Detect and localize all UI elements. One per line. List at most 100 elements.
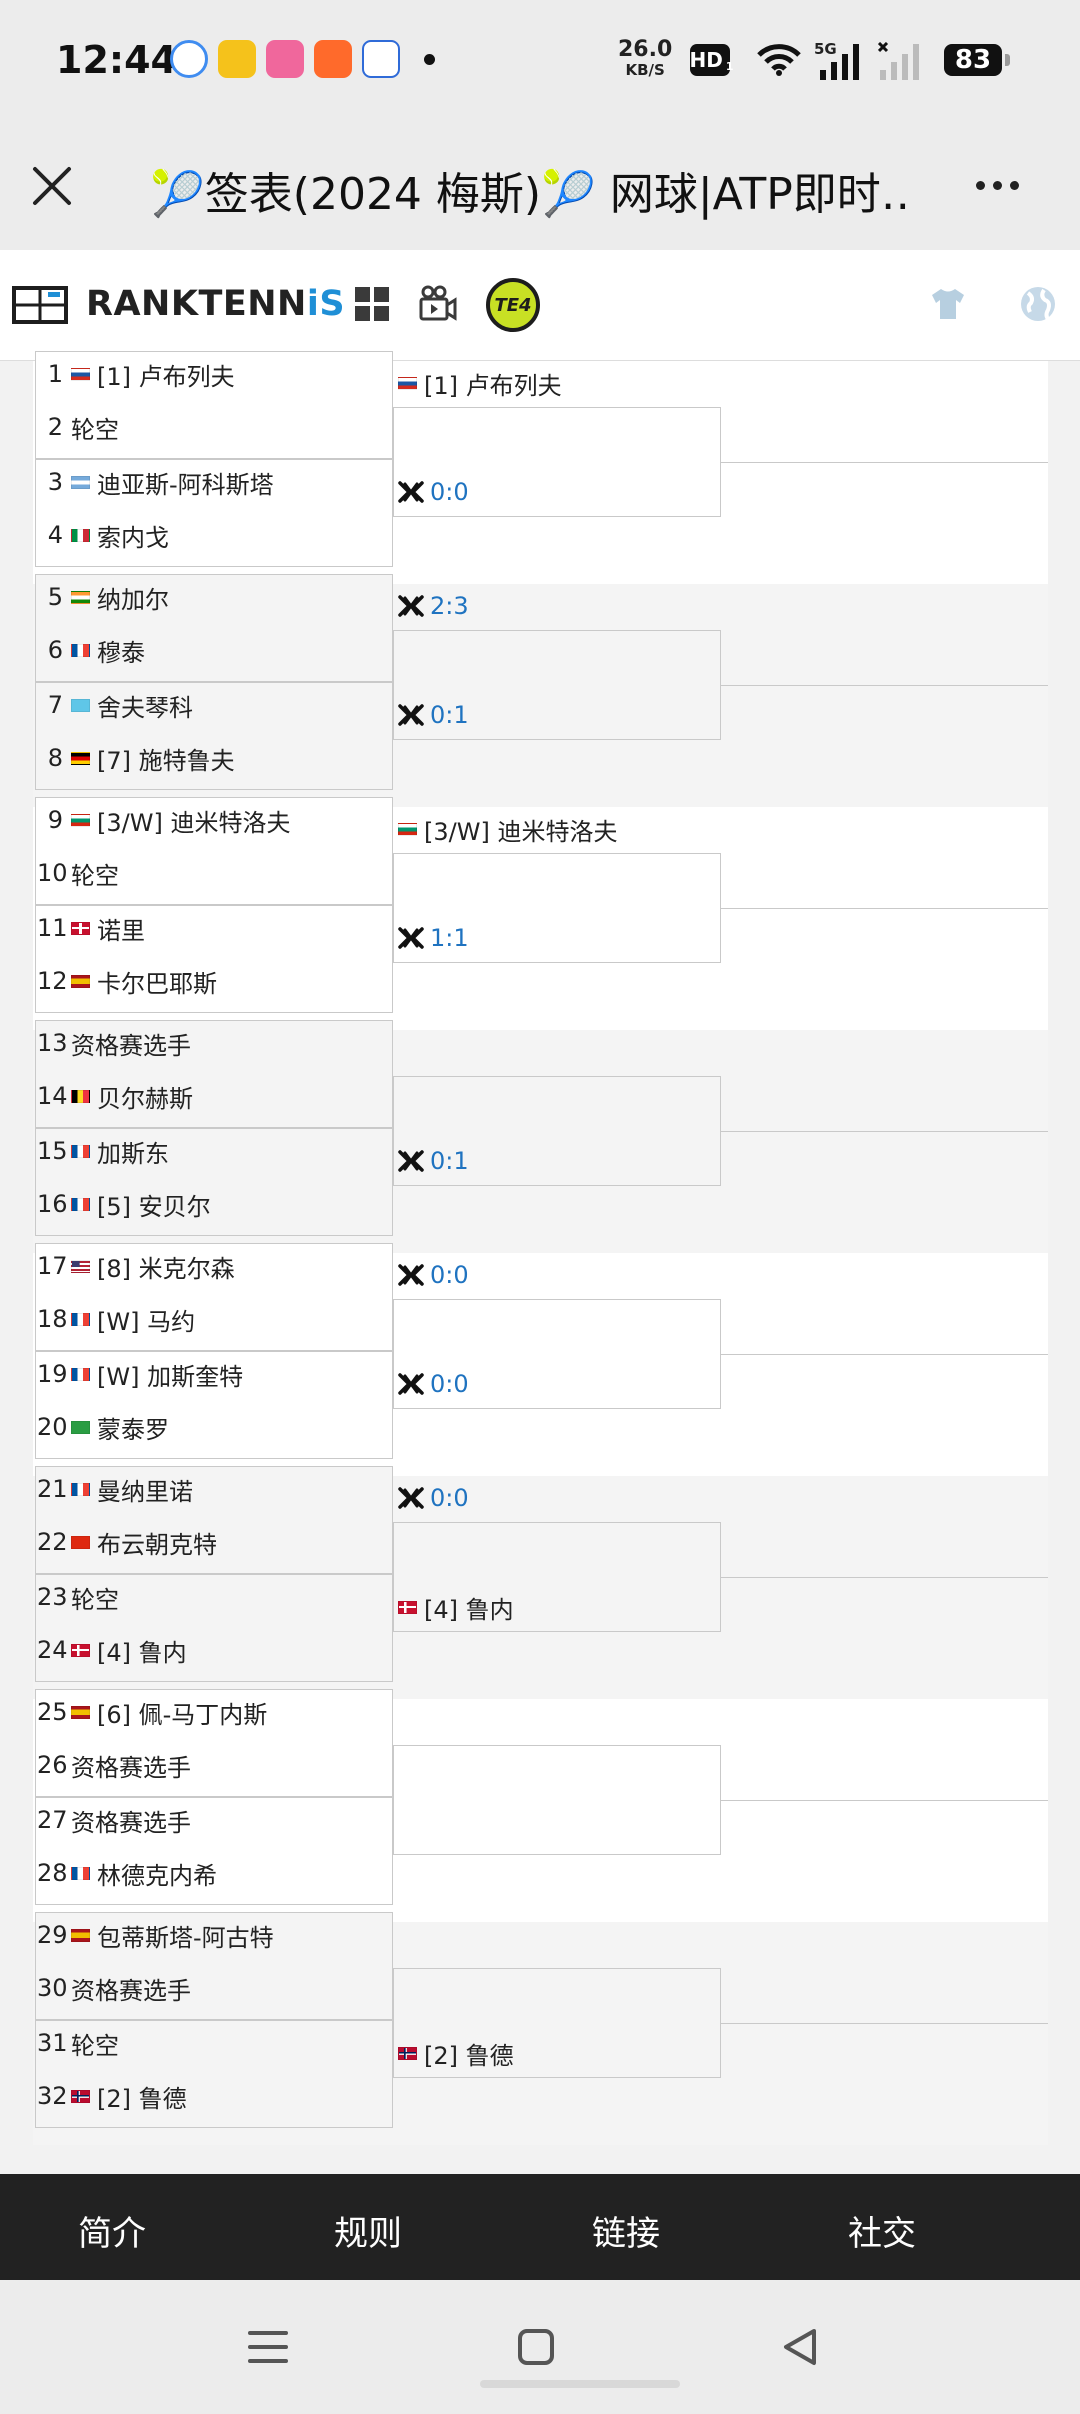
- more-options-button[interactable]: [976, 170, 1036, 200]
- close-button[interactable]: [26, 160, 78, 212]
- head-to-head-score[interactable]: 0:1: [398, 697, 469, 733]
- footer-link-links[interactable]: 链接: [592, 2214, 660, 2254]
- flag-icon-in: [71, 590, 90, 604]
- baidu-icon: [362, 40, 400, 78]
- first-round-match: [35, 351, 393, 459]
- back-triangle-icon: [784, 2329, 816, 2365]
- bracket-connector: [721, 908, 1048, 909]
- network-type: 5G: [814, 40, 837, 58]
- head-to-head-score[interactable]: 0:0: [398, 1480, 469, 1516]
- battery-level: 83: [954, 45, 992, 75]
- second-round-match: [393, 1076, 721, 1186]
- language-button[interactable]: [1016, 282, 1060, 326]
- player-row[interactable]: 16[5] 安贝尔: [37, 1184, 211, 1224]
- globe-icon: [1021, 287, 1055, 321]
- site-logo[interactable]: RANKTENNiS: [86, 284, 345, 324]
- draw-position: 12: [37, 967, 68, 995]
- player-name: 轮空: [71, 2031, 119, 2060]
- status-bar: 12:44 26.0 KB/S HD 1 5G 83: [0, 0, 1080, 120]
- flag-icon-fr: [71, 1866, 90, 1880]
- te4-badge[interactable]: TE4: [486, 278, 540, 332]
- first-round-match: [35, 459, 393, 567]
- draw-position: 4: [47, 521, 63, 549]
- draw-position: 11: [37, 914, 68, 942]
- draw-position: 9: [47, 806, 63, 834]
- player-row[interactable]: 24[4] 鲁内: [37, 1630, 187, 1670]
- advanced-player[interactable]: [1] 卢布列夫: [398, 365, 562, 401]
- player-name: [3/W] 迪米特洛夫: [97, 808, 291, 837]
- advanced-player[interactable]: [2] 鲁德: [398, 2035, 514, 2071]
- player-name: 索内戈: [97, 523, 169, 552]
- head-to-head-score[interactable]: 2:3: [398, 588, 469, 624]
- player-name: 穆泰: [97, 638, 145, 667]
- first-round-match: [35, 1020, 393, 1128]
- second-round-match: [393, 853, 721, 963]
- score-text: 0:0: [430, 478, 469, 506]
- footer-link-social[interactable]: 社交: [848, 2214, 916, 2254]
- player-row[interactable]: 9 [3/W] 迪米特洛夫: [37, 800, 291, 840]
- player-name: 包蒂斯塔-阿古特: [97, 1923, 274, 1952]
- home-button[interactable]: [511, 2322, 561, 2372]
- player-row[interactable]: 4 索内戈: [37, 515, 169, 555]
- head-to-head-score[interactable]: 0:1: [398, 1143, 469, 1179]
- first-round-match: [35, 574, 393, 682]
- draw-position: 27: [37, 1806, 68, 1834]
- home-square-icon: [518, 2329, 554, 2365]
- player-row[interactable]: 19[W] 加斯奎特: [37, 1354, 243, 1394]
- first-round-match: [35, 1466, 393, 1574]
- advanced-player[interactable]: [4] 鲁内: [398, 1589, 514, 1625]
- advanced-player[interactable]: [3/W] 迪米特洛夫: [398, 811, 617, 847]
- shirt-icon: [932, 289, 964, 319]
- hd-sub: 1: [725, 59, 734, 73]
- player-row[interactable]: 25[6] 佩-马丁内斯: [37, 1692, 267, 1732]
- flag-icon-cn: [71, 1535, 90, 1549]
- head-to-head-score[interactable]: 0:0: [398, 1257, 469, 1293]
- player-row[interactable]: 1[1] 卢布列夫: [37, 354, 235, 394]
- hd-voice-icon: HD 1: [690, 44, 734, 76]
- footer-link-intro[interactable]: 简介: [78, 2214, 146, 2254]
- draw-position: 14: [37, 1082, 68, 1110]
- ranktennis-logo-icon[interactable]: [12, 286, 68, 324]
- head-to-head-score[interactable]: 0:0: [398, 1366, 469, 1402]
- system-nav-bar: [0, 2280, 1080, 2414]
- video-button[interactable]: [416, 282, 460, 326]
- recent-apps-button[interactable]: [243, 2322, 293, 2372]
- player-row[interactable]: 18[W] 马约: [37, 1299, 195, 1339]
- second-round-match: [393, 1968, 721, 2078]
- player-row[interactable]: 32[2] 鲁德: [37, 2076, 187, 2116]
- site-header: RANKTENNiS TE4: [0, 250, 1080, 361]
- more-notifications-icon: [424, 54, 435, 65]
- player-row[interactable]: 8[7] 施特鲁夫: [37, 738, 235, 778]
- video-camera-icon: [419, 285, 457, 321]
- back-button[interactable]: [775, 2322, 825, 2372]
- first-round-match: [35, 1243, 393, 1351]
- head-to-head-score[interactable]: 0:0: [398, 474, 469, 510]
- footer-link-rules[interactable]: 规则: [334, 2214, 402, 2254]
- player-row[interactable]: 17[8] 米克尔森: [37, 1246, 235, 1286]
- jersey-button[interactable]: [926, 282, 970, 326]
- flag-icon-dk: [71, 1643, 90, 1657]
- grid-menu-button[interactable]: [350, 282, 394, 326]
- head-to-head-score[interactable]: 1:1: [398, 920, 469, 956]
